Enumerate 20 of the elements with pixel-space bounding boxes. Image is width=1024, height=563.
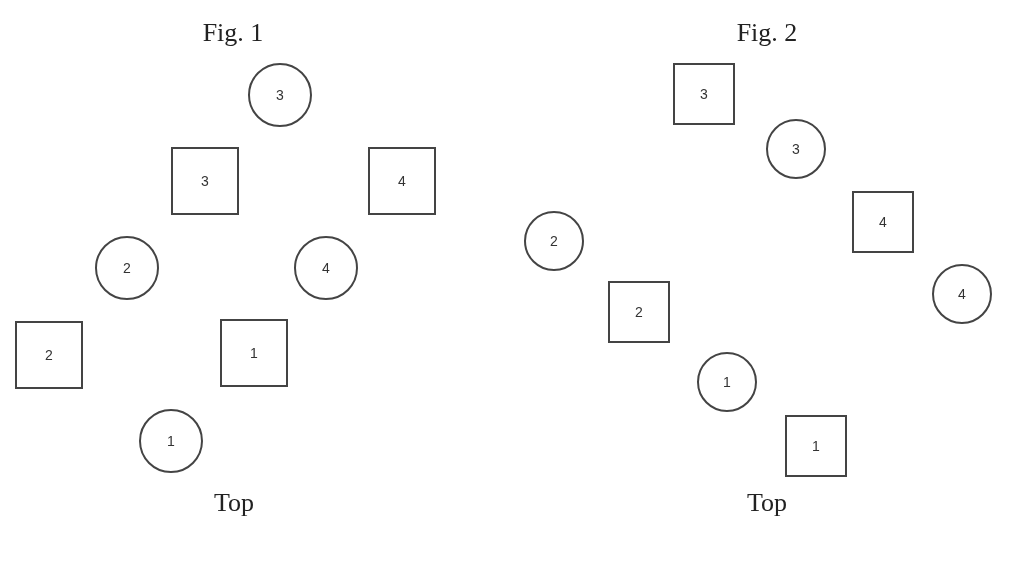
circle-node: 1 xyxy=(139,409,203,473)
square-node: 1 xyxy=(785,415,847,477)
circle-node: 1 xyxy=(697,352,757,412)
square-node: 2 xyxy=(608,281,670,343)
circle-node: 2 xyxy=(524,211,584,271)
circle-node: 3 xyxy=(248,63,312,127)
circle-node: 4 xyxy=(932,264,992,324)
circle-node: 4 xyxy=(294,236,358,300)
orientation-label: Top xyxy=(746,488,788,518)
circle-node: 3 xyxy=(766,119,826,179)
square-node: 4 xyxy=(368,147,436,215)
square-node: 1 xyxy=(220,319,288,387)
figure-label: Fig. 2 xyxy=(736,18,798,48)
square-node: 2 xyxy=(15,321,83,389)
square-node: 3 xyxy=(673,63,735,125)
square-node: 4 xyxy=(852,191,914,253)
circle-node: 2 xyxy=(95,236,159,300)
figure-label: Fig. 1 xyxy=(202,18,264,48)
square-node: 3 xyxy=(171,147,239,215)
orientation-label: Top xyxy=(213,488,255,518)
